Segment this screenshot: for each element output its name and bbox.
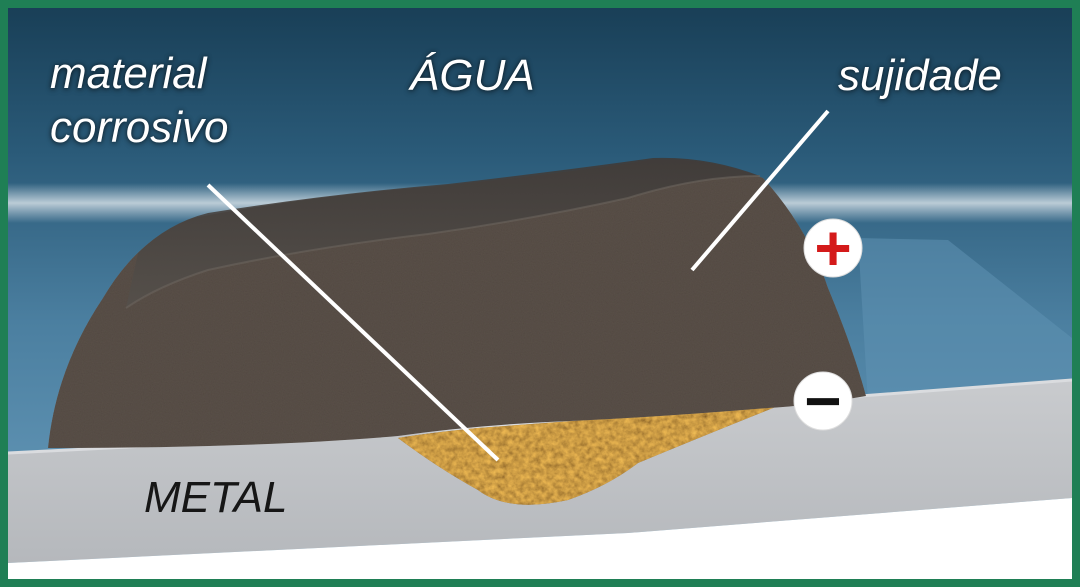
pointer-line-dirt [690,109,830,272]
positive-charge-badge: + [803,212,863,284]
label-material: material [50,49,207,98]
water-far-shape [858,238,1072,403]
dirt-top-ridge [126,157,760,308]
label-corrosivo: corrosivo [50,103,229,152]
positive-sign: + [814,212,851,284]
label-metal: METAL [144,473,288,522]
pointer-line-corrosive [206,183,500,462]
metal-lower-band [8,498,1072,579]
negative-sign: − [804,365,841,437]
negative-charge-badge: − [793,365,853,437]
corrosive-texture [398,406,778,505]
dirt-ridge-highlight [125,175,761,309]
label-dirt: sujidade [838,51,1002,100]
corrosion-diagram-svg: + − [8,8,1072,579]
label-water: ÁGUA [410,51,535,100]
